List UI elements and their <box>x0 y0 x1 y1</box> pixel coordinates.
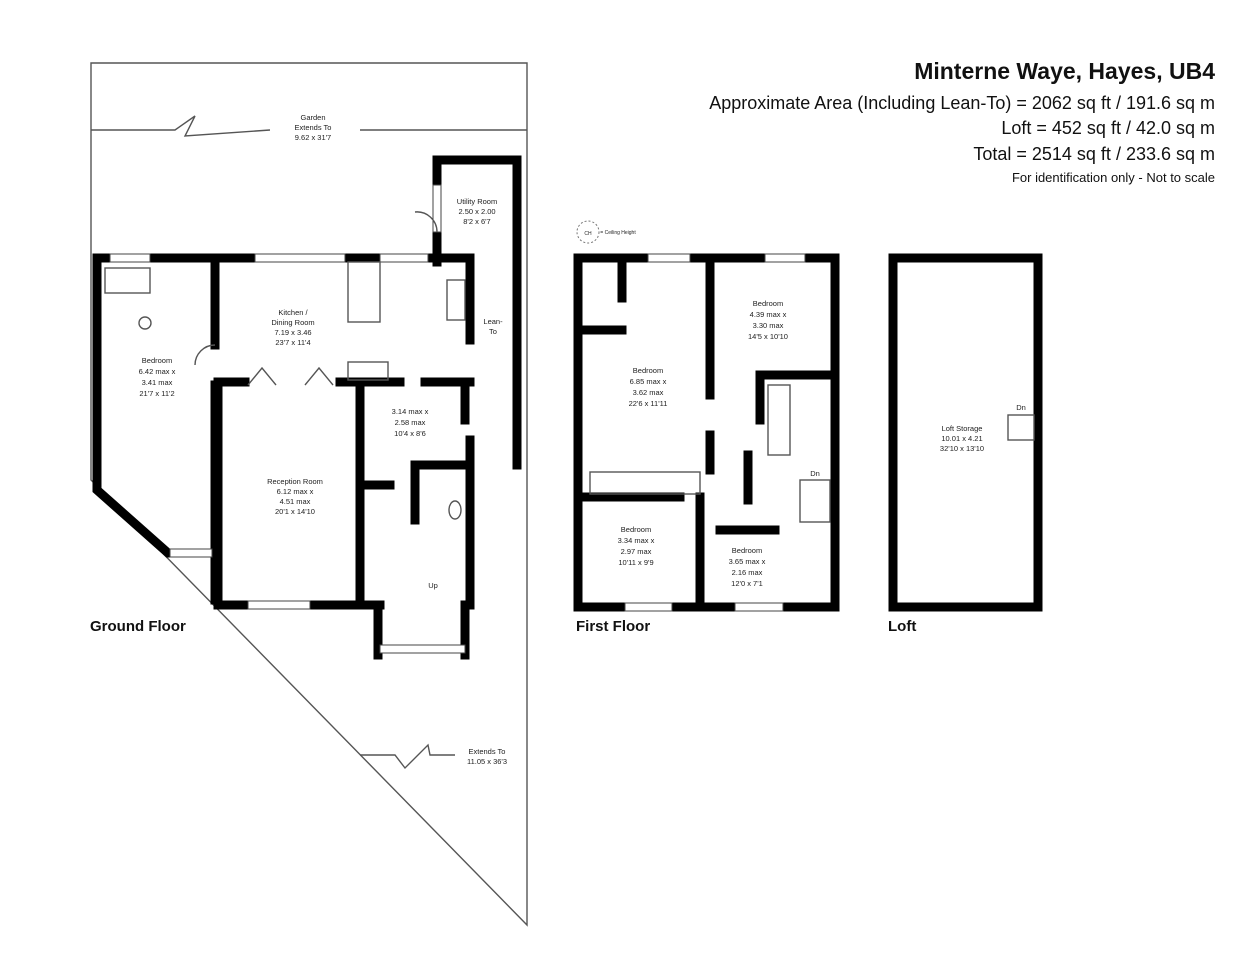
garden-extends: Extends To <box>295 123 332 132</box>
loft-walls <box>888 253 1043 612</box>
loft-label: Loft <box>888 618 917 635</box>
room-text: 20'1 x 14'10 <box>275 507 315 516</box>
side-garden-extends: Extends To <box>469 747 506 756</box>
room-text: 4.39 max x <box>750 310 787 319</box>
loft-storage-label: Loft Storage <box>942 424 983 433</box>
legend-text: = Ceiling Height <box>600 230 636 236</box>
room-text: 12'0 x 7'1 <box>731 579 763 588</box>
room-text: 32'10 x 13'10 <box>940 444 984 453</box>
first-bedroom-4-label: Bedroom <box>732 546 762 555</box>
room-text: 6.42 max x <box>139 367 176 376</box>
shower-icon <box>138 316 152 330</box>
room-text: 22'6 x 11'11 <box>629 399 668 408</box>
utility-room-label: Utility Room <box>457 197 497 206</box>
room-text: 3.62 max <box>633 388 664 397</box>
toilet-icon <box>448 500 462 520</box>
room-text: 3.65 max x <box>729 557 766 566</box>
ground-bedroom-label: Bedroom <box>142 356 172 365</box>
first-floor-label: First Floor <box>576 618 651 635</box>
door-icon <box>414 211 438 233</box>
room-text: 21'7 x 11'2 <box>139 389 174 398</box>
door-icon <box>194 344 216 366</box>
cupboard-icon <box>347 361 389 381</box>
garden-boundary <box>90 62 528 927</box>
hob-icon <box>446 279 466 321</box>
room-text: 2.97 max <box>621 547 652 556</box>
room-text: 2.16 max <box>732 568 763 577</box>
ground-room-label: 3.14 max x <box>392 407 429 416</box>
room-text: CH <box>584 231 592 237</box>
folding-door-icon <box>247 366 334 386</box>
room-text: 2.58 max <box>395 418 426 427</box>
garden-dimensions: 9.62 x 31'7 <box>295 133 331 142</box>
kitchen-counter-icon <box>347 261 381 323</box>
stairs-up-label: Up <box>428 581 438 590</box>
room-text: 6.85 max x <box>630 377 667 386</box>
property-title: Minterne Waye, Hayes, UB4 <box>914 58 1215 84</box>
ceiling-height-symbol <box>576 220 600 244</box>
room-text: 3.34 max x <box>618 536 655 545</box>
area-main: Approximate Area (Including Lean-To) = 2… <box>709 93 1215 113</box>
room-text: 10'4 x 8'6 <box>394 429 426 438</box>
room-text: 3.41 max <box>142 378 173 387</box>
bath-icon <box>104 267 151 294</box>
wardrobe-icon <box>589 471 701 495</box>
kitchen-label: Kitchen / <box>278 308 308 317</box>
area-loft: Loft = 452 sq ft / 42.0 sq m <box>1001 118 1215 138</box>
first-bedroom-3-label: Bedroom <box>621 525 651 534</box>
loft-hatch-icon <box>1007 414 1035 441</box>
garden-label: Garden <box>300 113 325 122</box>
room-text: 4.51 max <box>280 497 311 506</box>
room-text: 2.50 x 2.00 <box>458 207 495 216</box>
first-bedroom-2-label: Bedroom <box>753 299 783 308</box>
room-text: 10.01 x 4.21 <box>941 434 982 443</box>
first-floor-walls <box>573 253 840 612</box>
room-text: Dining Room <box>271 318 314 327</box>
room-text: 6.12 max x <box>277 487 314 496</box>
room-text: 7.19 x 3.46 <box>274 328 311 337</box>
room-text: 23'7 x 11'4 <box>275 338 310 347</box>
ground-floor-label: Ground Floor <box>90 618 186 635</box>
room-text: 3.30 max <box>753 321 784 330</box>
area-total: Total = 2514 sq ft / 233.6 sq m <box>973 144 1215 164</box>
room-text: 8'2 x 6'7 <box>463 217 490 226</box>
lean-to-label: Lean- <box>483 317 503 326</box>
staircase-icon <box>799 479 831 523</box>
room-text: 14'5 x 10'10 <box>748 332 788 341</box>
loft-dn-label: Dn <box>1016 403 1026 412</box>
room-text: 10'11 x 9'9 <box>618 558 653 567</box>
stairs-down-label: Dn <box>810 469 820 478</box>
first-bedroom-1-label: Bedroom <box>633 366 663 375</box>
ground-floor-walls <box>92 155 522 660</box>
side-garden-dimensions: 11.05 x 36'3 <box>467 757 507 766</box>
disclaimer: For identification only - Not to scale <box>1011 170 1215 185</box>
bath-icon <box>767 384 791 456</box>
reception-room-label: Reception Room <box>267 477 323 486</box>
room-text: To <box>489 327 497 336</box>
